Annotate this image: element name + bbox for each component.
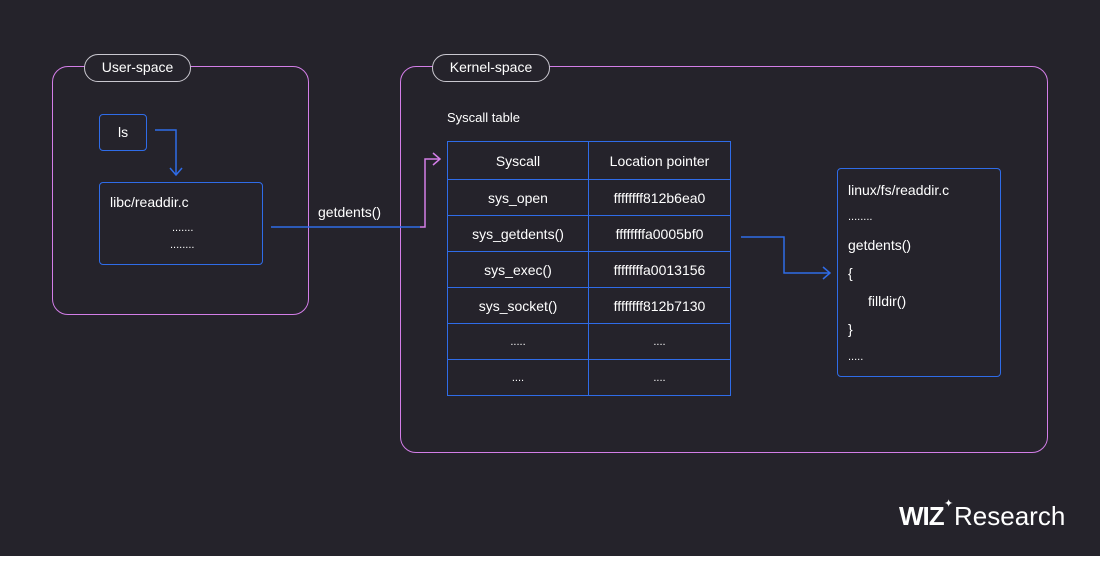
ls-to-libc-arrow [155, 129, 177, 174]
libc-readdir-box: libc/readdir.c ....... ........ [99, 182, 263, 265]
location-pointer-cell: ffffffff812b7130 [588, 287, 731, 324]
kernel-code-line-trailing-ellipsis: ..... [848, 351, 864, 363]
ls-box: ls [99, 114, 147, 151]
location-pointer-cell: ffffffffa0013156 [588, 251, 731, 288]
table-row: sys_getdents() ffffffffa0005bf0 [447, 215, 731, 252]
libc-ellipsis-1: ....... [172, 222, 194, 234]
wiz-logo-wordmark: WIZ [899, 501, 945, 531]
syscall-name-cell: sys_exec() [447, 251, 589, 288]
syscall-table: Syscall Location pointer sys_open ffffff… [447, 141, 731, 396]
getdents-pointer-arrowhead [822, 266, 832, 280]
kernel-readdir-box: linux/fs/readdir.c ........ getdents() {… [837, 168, 1001, 377]
table-row: ..... .... [447, 323, 731, 360]
location-pointer-cell: .... [588, 323, 731, 360]
location-pointer-cell: .... [588, 359, 731, 396]
table-row: sys_exec() ffffffffa0013156 [447, 251, 731, 288]
wiz-logo-star-icon: ✦ [944, 498, 954, 510]
getdents-call-label: getdents() [318, 204, 382, 220]
kernel-space-label: Kernel-space [432, 54, 550, 82]
kernel-code-line-close-brace: } [848, 321, 853, 337]
libc-readdir-title: libc/readdir.c [110, 194, 189, 210]
user-space-label: User-space [84, 54, 191, 82]
getdents-pointer-arrow [741, 236, 829, 274]
location-pointer-cell: ffffffffa0005bf0 [588, 215, 731, 252]
kernel-code-line-ellipsis: ........ [848, 211, 873, 223]
kernel-space-region [400, 66, 1048, 453]
kernel-code-line-getdents: getdents() [848, 237, 912, 253]
syscall-column-header: Syscall [447, 141, 589, 180]
ls-to-libc-arrowhead [169, 167, 183, 177]
table-row: sys_socket() ffffffff812b7130 [447, 287, 731, 324]
kernel-code-line-file: linux/fs/readdir.c [848, 182, 950, 198]
syscall-name-cell: .... [447, 359, 589, 396]
location-pointer-column-header: Location pointer [588, 141, 731, 180]
syscall-name-cell: ..... [447, 323, 589, 360]
wiz-logo-research-text: Research [954, 501, 1066, 531]
ls-label: ls [118, 124, 129, 140]
libc-ellipsis-2: ........ [170, 239, 195, 251]
table-row: .... .... [447, 359, 731, 396]
syscall-table-title: Syscall table [447, 110, 520, 125]
syscall-entry-arrowhead [432, 152, 442, 166]
kernel-code-line-filldir: filldir() [868, 293, 907, 309]
syscall-entry-arrow [420, 158, 439, 228]
syscall-table-header-row: Syscall Location pointer [447, 141, 731, 180]
kernel-code-line-open-brace: { [848, 265, 853, 281]
